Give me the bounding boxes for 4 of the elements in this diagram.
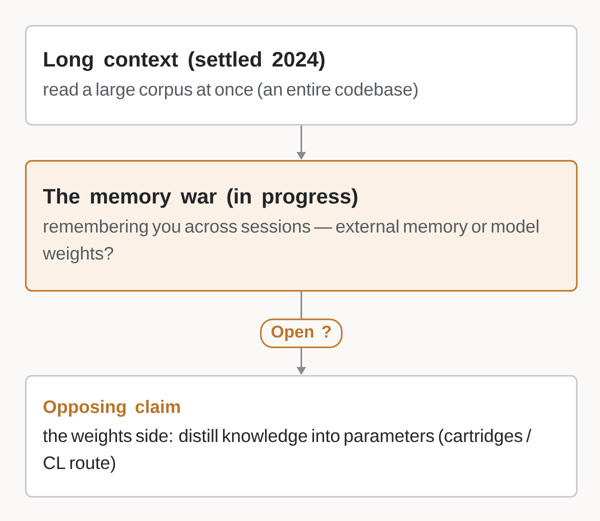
- text-box: Long context (settled 2024) read a large corpus at once (an entire codebase): [25, 25, 578, 126]
- edge-label: Open ?: [260, 318, 343, 348]
- text-box: Opposing claim the weights side: distill knowledge into parameters (cartridges / CL route): [25, 375, 578, 498]
- text-box: The memory war (in progress) remembering you across sessions — external memory or model weights?: [25, 160, 578, 292]
